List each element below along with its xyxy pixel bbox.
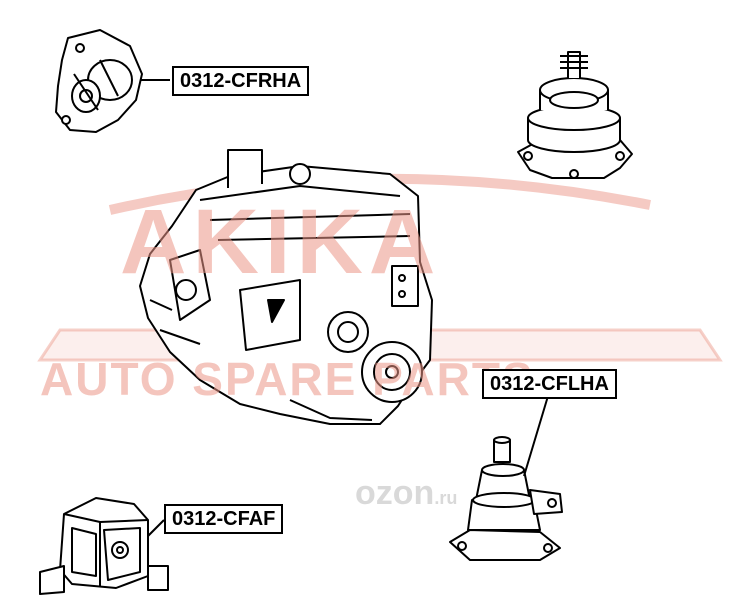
part-label-cfrha: 0312-CFRHA	[172, 66, 310, 96]
mount-top-right-drawing	[517, 51, 633, 179]
site-watermark: ozon.ru	[355, 474, 457, 513]
watermark-subtitle: AUTO SPARE PARTS	[40, 353, 535, 405]
engine-drawing	[139, 149, 433, 425]
watermark-logo: AKIKA	[120, 191, 442, 293]
mount-cfrha-drawing	[55, 29, 170, 133]
mount-cflha-drawing	[449, 395, 563, 561]
part-label-cflha: 0312-CFLHA	[482, 369, 617, 399]
part-label-cfaf: 0312-CFAF	[164, 504, 284, 534]
mount-cfaf-drawing	[39, 497, 169, 595]
site-watermark-tld: .ru	[434, 488, 458, 508]
site-watermark-name: ozon	[355, 474, 435, 512]
